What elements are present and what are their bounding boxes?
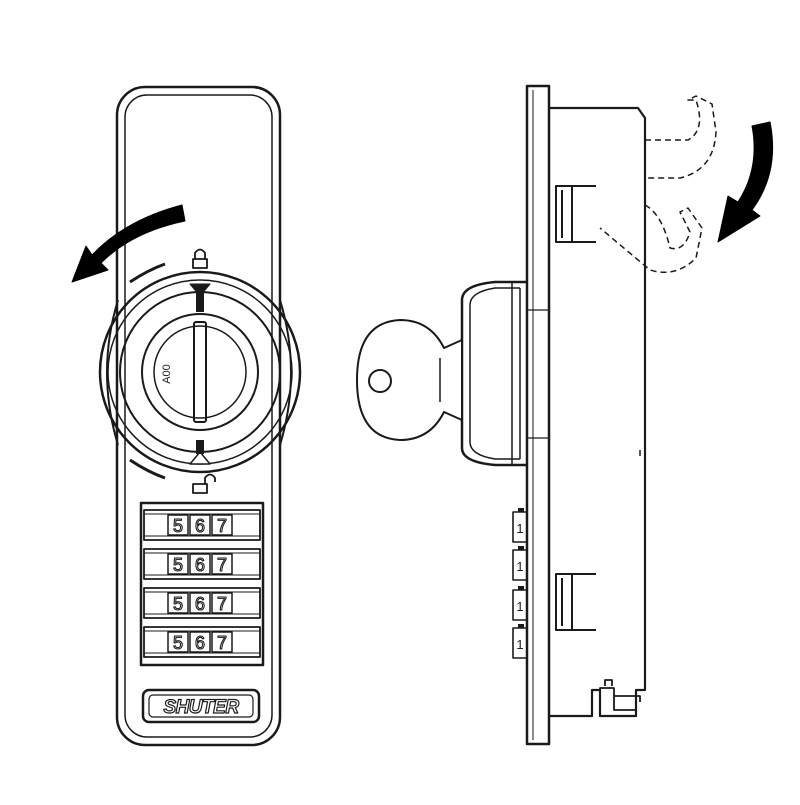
latch-slot-top bbox=[555, 185, 596, 243]
dial-digit: 5 bbox=[173, 516, 183, 536]
side-dial-digit: 1 bbox=[516, 637, 523, 652]
dial-digit: 6 bbox=[195, 633, 205, 653]
front-plate-inner-edge bbox=[124, 94, 273, 738]
dial-digit: 6 bbox=[195, 516, 205, 536]
side-dial-wheel: 1 bbox=[512, 624, 528, 659]
dial-digit-window bbox=[211, 592, 233, 614]
side-dials: 1 1 1 1 bbox=[512, 508, 528, 659]
dial-digit-window bbox=[189, 631, 211, 653]
key-code-label: A00 bbox=[161, 364, 173, 384]
dial-digit: 5 bbox=[173, 594, 183, 614]
side-dial-wheel: 1 bbox=[512, 586, 528, 621]
dial-digit-window bbox=[167, 592, 189, 614]
side-dial-digit: 1 bbox=[516, 559, 523, 574]
rotary-knob bbox=[98, 270, 302, 474]
dial-digit: 5 bbox=[173, 633, 183, 653]
side-dial-wheel: 1 bbox=[512, 546, 528, 581]
key-hole bbox=[368, 369, 392, 393]
dial-digit-window bbox=[211, 514, 233, 536]
guide-slit-bottom bbox=[129, 458, 166, 480]
knob-notch-bottom bbox=[189, 451, 211, 465]
dial-digit: 6 bbox=[195, 555, 205, 575]
key-slot bbox=[193, 321, 207, 423]
side-dial-digit: 1 bbox=[516, 521, 523, 536]
side-view: 1 1 1 1 bbox=[356, 84, 774, 746]
dial-digit: 6 bbox=[195, 594, 205, 614]
side-face-plate bbox=[525, 84, 551, 746]
rotate-counterclockwise-arrow bbox=[71, 204, 186, 283]
brand-name: SHUTER bbox=[163, 697, 239, 718]
dial-digit-window bbox=[167, 631, 189, 653]
side-dial-wheel: 1 bbox=[512, 508, 528, 543]
combination-dial-window bbox=[139, 501, 265, 667]
guide-slit-top bbox=[129, 262, 166, 284]
padlock-open-icon bbox=[192, 473, 216, 494]
side-dial-digit: 1 bbox=[516, 599, 523, 614]
handle-swing-outline bbox=[599, 95, 717, 273]
key bbox=[356, 319, 463, 441]
dial-digit: 7 bbox=[217, 633, 227, 653]
padlock-closed-icon bbox=[192, 248, 208, 269]
knob-profile bbox=[460, 280, 527, 467]
rotate-down-arrow bbox=[717, 121, 774, 243]
side-body bbox=[549, 106, 647, 718]
dial-digit: 7 bbox=[217, 555, 227, 575]
dial-digit-window bbox=[211, 631, 233, 653]
knob-housing-left-bulge bbox=[106, 299, 119, 446]
dial-digit: 7 bbox=[217, 516, 227, 536]
brand-badge bbox=[141, 688, 261, 724]
dial-digit-window bbox=[189, 553, 211, 575]
dial-digit-window bbox=[211, 553, 233, 575]
dial-digit-window bbox=[189, 592, 211, 614]
dial-digit-window bbox=[167, 553, 189, 575]
dial-digit-window bbox=[167, 514, 189, 536]
dial-digit: 7 bbox=[217, 594, 227, 614]
latch-hook bbox=[599, 679, 641, 716]
latch-slot-bottom bbox=[555, 573, 596, 631]
dial-digit: 5 bbox=[173, 555, 183, 575]
dial-digit-window bbox=[189, 514, 211, 536]
